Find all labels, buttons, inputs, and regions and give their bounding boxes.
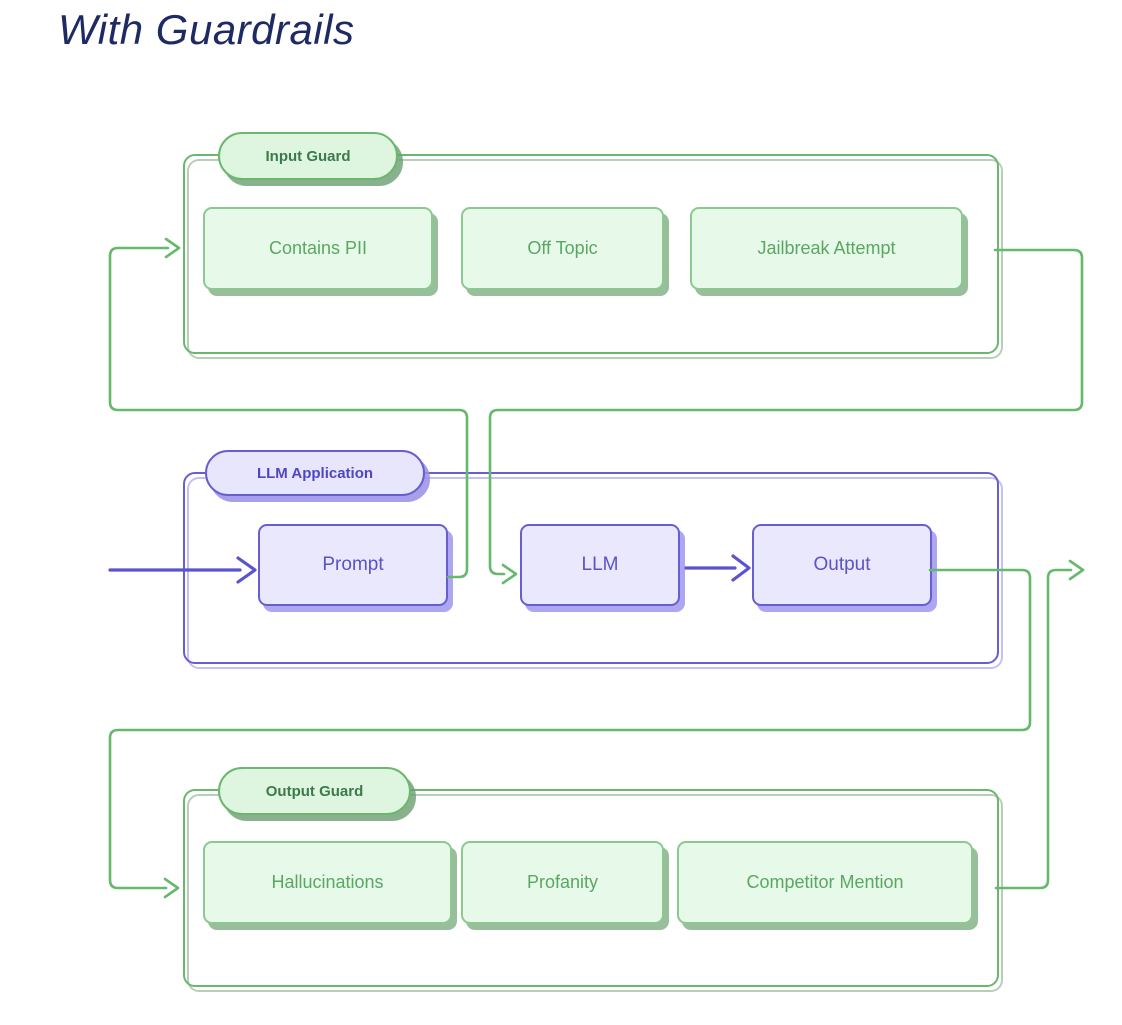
node-prompt-label: Prompt — [322, 554, 384, 575]
node-competitor-mention-label: Competitor Mention — [746, 872, 904, 892]
llm-application-label-pill: LLM Application — [205, 450, 425, 496]
node-jailbreak-attempt: Jailbreak Attempt — [690, 207, 963, 290]
node-profanity-label: Profanity — [526, 872, 599, 892]
output-guard-label-pill: Output Guard — [218, 767, 411, 815]
node-output: Output — [752, 524, 932, 606]
edge-output-to-output-guard-arrowhead — [163, 877, 180, 899]
node-output-label: Output — [813, 554, 871, 575]
node-hallucinations-label: Hallucinations — [271, 872, 384, 892]
node-contains-pii: Contains PII — [203, 207, 433, 290]
node-contains-pii-label: Contains PII — [268, 238, 368, 258]
edge-output-guard-to-exit — [994, 568, 1073, 890]
node-off-topic: Off Topic — [461, 207, 664, 290]
edge-output-guard-to-exit-arrowhead — [1068, 559, 1085, 581]
edge-prompt-to-input-guard-arrowhead — [164, 237, 181, 259]
node-llm-label: LLM — [581, 554, 619, 575]
node-hallucinations: Hallucinations — [203, 841, 452, 924]
node-prompt: Prompt — [258, 524, 448, 606]
input-guard-label-pill: Input Guard — [218, 132, 398, 180]
node-profanity: Profanity — [461, 841, 664, 924]
llm-application-label: LLM Application — [256, 464, 374, 482]
node-off-topic-label: Off Topic — [527, 238, 598, 258]
page-title: With Guardrails — [58, 6, 355, 53]
node-competitor-mention: Competitor Mention — [677, 841, 973, 924]
input-guard-label: Input Guard — [265, 147, 351, 165]
node-llm: LLM — [520, 524, 680, 606]
output-guard-label: Output Guard — [265, 782, 364, 800]
node-jailbreak-attempt-label: Jailbreak Attempt — [757, 238, 896, 258]
